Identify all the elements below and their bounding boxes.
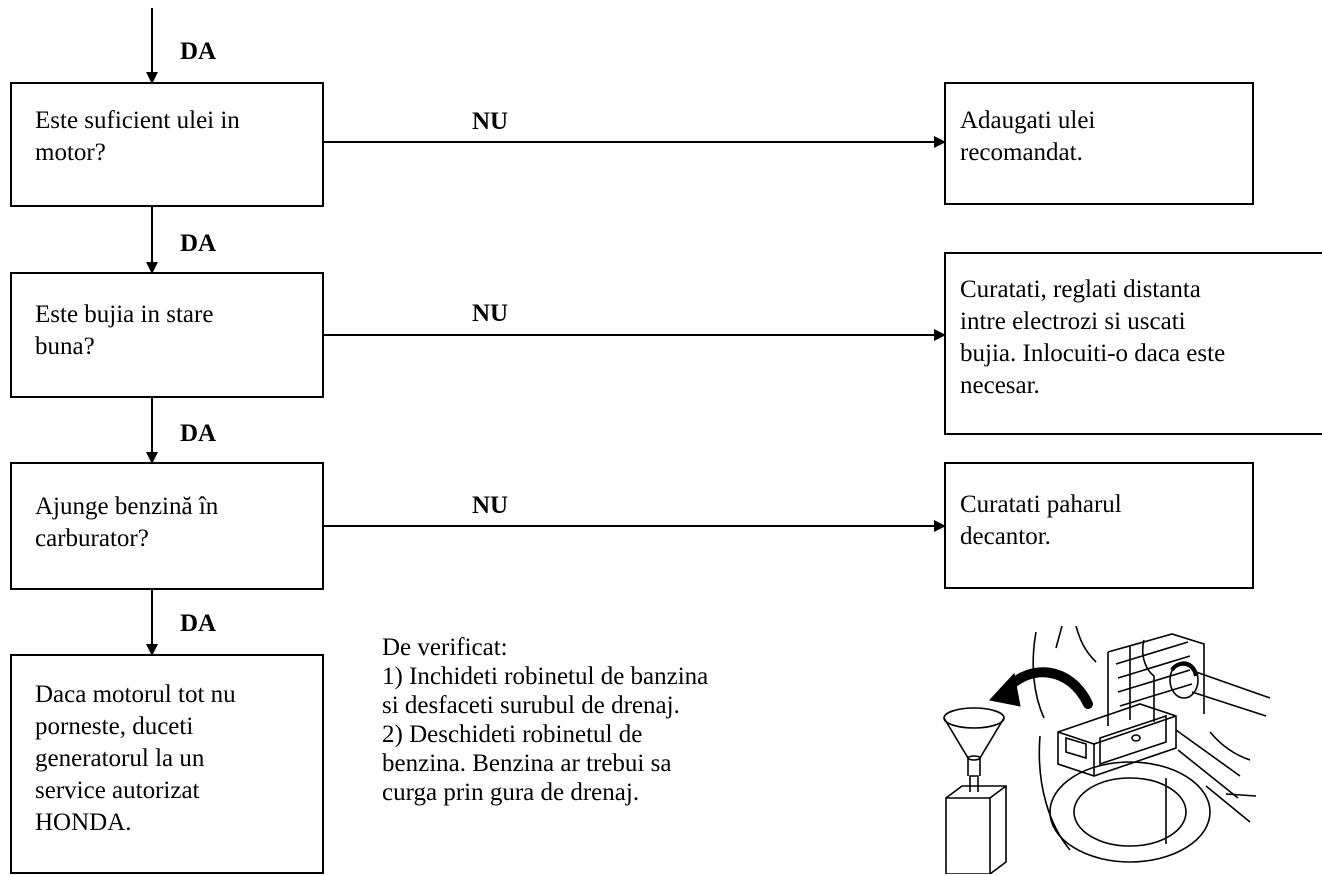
no-label-spark-plug: NU	[472, 300, 509, 327]
fuel-drain-illustration	[943, 626, 1271, 874]
question-text-spark-plug: Este bujia in stare buna?	[35, 301, 214, 360]
note-line-2: si desfaceti surubul de drenaj.	[382, 692, 680, 719]
action-text-spark-plug: Curatati, reglati distanta intre electro…	[960, 276, 1226, 399]
action-box-fuel: Curatati paharul decantor.	[944, 462, 1254, 589]
yes-label-top: DA	[180, 38, 217, 65]
final-box: Daca motorul tot nu porneste, duceti gen…	[10, 654, 324, 874]
yes-label-oil: DA	[180, 230, 217, 257]
question-box-fuel: Ajunge benzină în carburator?	[10, 462, 324, 590]
note-line-3: 2) Deschideti robinetul de	[382, 721, 643, 748]
final-text: Daca motorul tot nu porneste, duceti gen…	[35, 681, 236, 836]
action-box-spark-plug: Curatati, reglati distanta intre electro…	[944, 252, 1322, 435]
action-box-oil: Adaugati ulei recomandat.	[944, 82, 1254, 205]
yes-label-spark-plug: DA	[180, 420, 217, 447]
yes-label-fuel: DA	[180, 610, 217, 637]
question-text-fuel: Ajunge benzină în carburator?	[35, 493, 219, 552]
action-text-fuel: Curatati paharul decantor.	[960, 491, 1122, 550]
no-label-fuel: NU	[472, 492, 509, 519]
note-line-5: curga prin gura de drenaj.	[382, 779, 640, 806]
note-line-1: 1) Inchideti robinetul de banzina	[382, 663, 709, 690]
no-label-oil: NU	[472, 108, 509, 135]
question-box-oil: Este suficient ulei in motor?	[10, 82, 324, 207]
note-line-4: benzina. Benzina ar trebui sa	[382, 750, 672, 777]
verification-note: De verificat: 1) Inchideti robinetul de …	[382, 633, 708, 807]
question-box-spark-plug: Este bujia in stare buna?	[10, 272, 324, 398]
action-text-oil: Adaugati ulei recomandat.	[960, 107, 1096, 166]
question-text-oil: Este suficient ulei in motor?	[35, 107, 240, 166]
note-heading: De verificat:	[382, 634, 508, 661]
